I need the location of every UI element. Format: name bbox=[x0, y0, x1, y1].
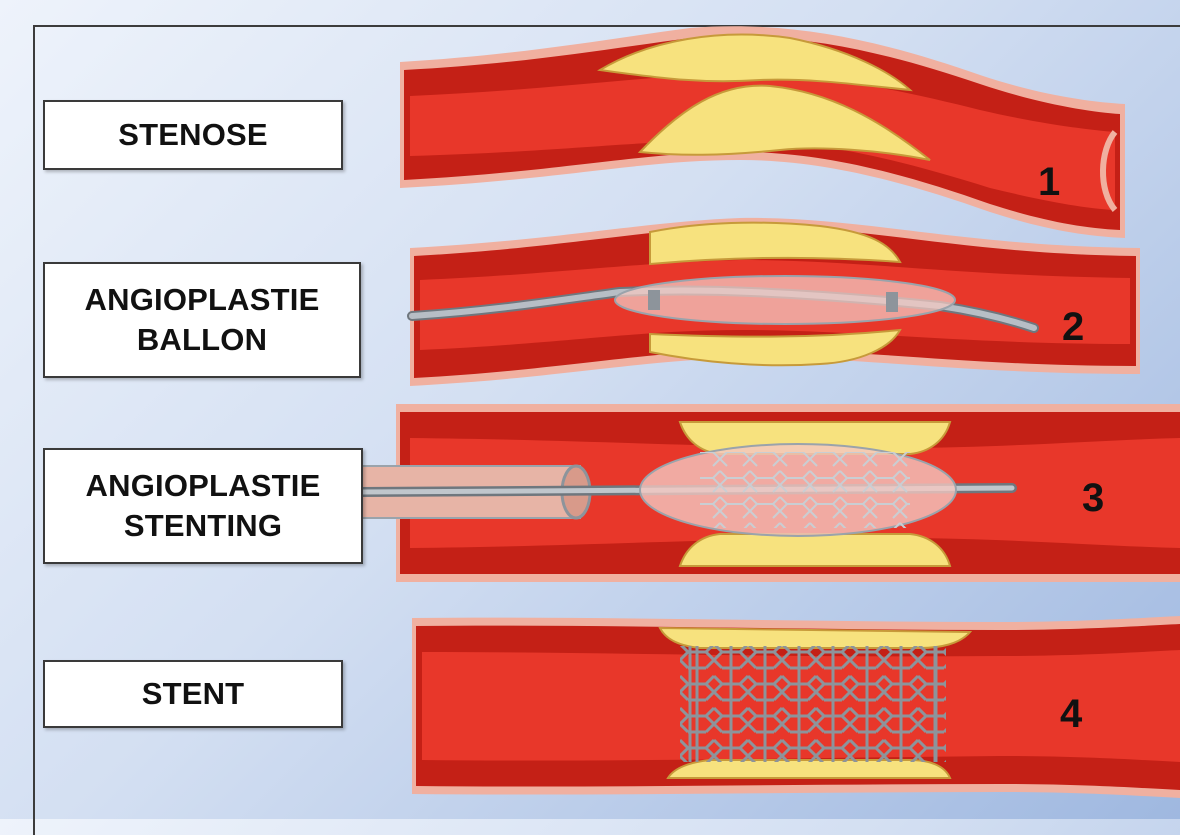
vessel-angioplastie-stenting bbox=[360, 404, 1180, 582]
step-number-3: 3 bbox=[1082, 476, 1104, 521]
step-number-1: 1 bbox=[1038, 160, 1060, 205]
label-stent: STENT bbox=[43, 660, 343, 728]
label-angioplastie-stenting: ANGIOPLASTIE STENTING bbox=[43, 448, 363, 564]
step-number-4: 4 bbox=[1060, 692, 1082, 737]
label-angioplastie-ballon: ANGIOPLASTIE BALLON bbox=[43, 262, 361, 378]
label-ballon-line2: BALLON bbox=[137, 320, 267, 360]
step-number-2: 2 bbox=[1062, 305, 1084, 350]
label-stenose: STENOSE bbox=[43, 100, 343, 170]
label-stent-text: STENT bbox=[142, 674, 245, 714]
label-stenting-line2: STENTING bbox=[124, 506, 282, 546]
label-ballon-line1: ANGIOPLASTIE bbox=[85, 280, 320, 320]
label-stenting-line1: ANGIOPLASTIE bbox=[86, 466, 321, 506]
label-stenose-text: STENOSE bbox=[118, 115, 268, 155]
vessel-angioplastie-ballon bbox=[410, 218, 1140, 386]
vessel-stenose bbox=[400, 26, 1125, 238]
